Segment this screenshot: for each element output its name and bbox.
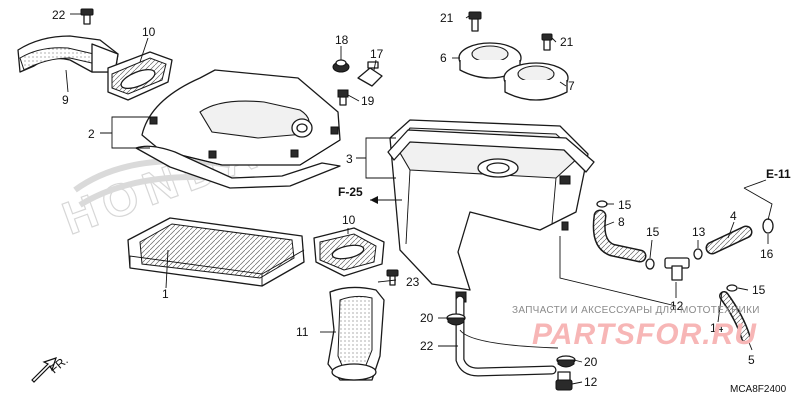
watermark: ЗАПЧАСТИ И АКСЕССУАРЫ ДЛЯ МОТОТЕХНИКИ PA…	[512, 305, 760, 351]
part-17-sensor	[357, 61, 383, 87]
callout-3: 3	[346, 152, 353, 166]
callout-9: 9	[62, 93, 69, 107]
part-2-air-cleaner-cover	[141, 69, 341, 166]
callout-4: 4	[730, 209, 737, 223]
part-20-clip-upper	[446, 313, 466, 326]
callout-21-left: 21	[440, 11, 454, 25]
callout-numbers: 22 10 9 2 1 18 17 19 3 10 23 11 20 22 20…	[52, 8, 774, 389]
part-14-clip	[693, 248, 703, 260]
part-1-air-filter	[127, 217, 305, 287]
callout-22-middle: 23	[406, 275, 420, 289]
callout-1: 1	[162, 287, 169, 301]
callout-16: 16	[760, 247, 774, 261]
part-22-bolt-top	[80, 8, 94, 25]
callout-7: 7	[568, 79, 575, 93]
ref-e11[interactable]: E-11	[766, 167, 791, 181]
part-3-case-gasket	[387, 129, 595, 173]
part-20-clip-lower	[556, 355, 576, 368]
callout-20-upper: 20	[420, 311, 434, 325]
part-15-clip-lower	[726, 284, 738, 292]
callout-11: 11	[296, 325, 309, 339]
callout-6: 6	[440, 51, 447, 65]
callout-2: 2	[88, 127, 95, 141]
part-16-clip	[762, 218, 774, 234]
part-5-tube	[719, 291, 751, 343]
part-6-seal-right	[503, 62, 569, 101]
ref-f25-arrow	[370, 196, 402, 204]
part-15-clip-middle	[645, 258, 655, 270]
callout-15-tube: 14	[710, 321, 724, 335]
part-4-hose	[705, 225, 753, 255]
part-21-bolt-left	[468, 11, 482, 32]
part-15-clip-upper	[596, 200, 608, 208]
callout-19: 19	[361, 94, 375, 108]
watermark-brand: PARTSFOR.RU	[532, 318, 757, 351]
callout-23: 22	[420, 339, 434, 353]
part-18-grommet	[332, 59, 350, 73]
part-10-funnel-upper	[107, 51, 173, 101]
callout-20-lower: 20	[584, 355, 598, 369]
part-9-intake-duct	[17, 35, 119, 73]
callout-10-middle: 10	[342, 213, 356, 227]
callout-14: 13	[692, 225, 706, 239]
watermark-caption: ЗАПЧАСТИ И АКСЕССУАРЫ ДЛЯ МОТОТЕХНИКИ	[512, 305, 760, 316]
part-8-hose	[592, 209, 647, 263]
part-13-joint	[664, 257, 690, 281]
part-21-bolt-right	[541, 33, 553, 51]
callout-21-right: 21	[560, 35, 574, 49]
ref-f25[interactable]: F-25	[338, 185, 363, 199]
part-6-seal-left	[458, 42, 522, 79]
callout-8: 8	[618, 215, 625, 229]
part-12-drain-plug	[555, 371, 573, 391]
part-22-bolt-middle	[386, 269, 399, 286]
callout-15-middle: 15	[646, 225, 660, 239]
part-23-drain-tube	[455, 295, 559, 377]
leader-lines	[65, 13, 773, 385]
part-19-bolt	[337, 89, 349, 106]
callout-22-top: 22	[52, 8, 66, 22]
callout-13: 12	[670, 299, 684, 313]
part-11-lower-duct	[327, 286, 385, 381]
front-arrow: FR.	[31, 353, 71, 383]
callout-15-lower: 15	[752, 283, 766, 297]
callout-10-top: 10	[142, 25, 156, 39]
callout-17: 17	[370, 47, 384, 61]
front-label: FR.	[47, 353, 71, 376]
callout-12: 12	[584, 375, 598, 389]
drawing-code: MCA8F2400	[730, 384, 787, 395]
part-2-cover-gasket	[135, 145, 341, 189]
part-10-funnel-middle	[313, 227, 385, 277]
callout-5: 5	[748, 353, 755, 367]
callout-15-upper: 15	[618, 198, 632, 212]
callout-18: 18	[335, 33, 349, 47]
